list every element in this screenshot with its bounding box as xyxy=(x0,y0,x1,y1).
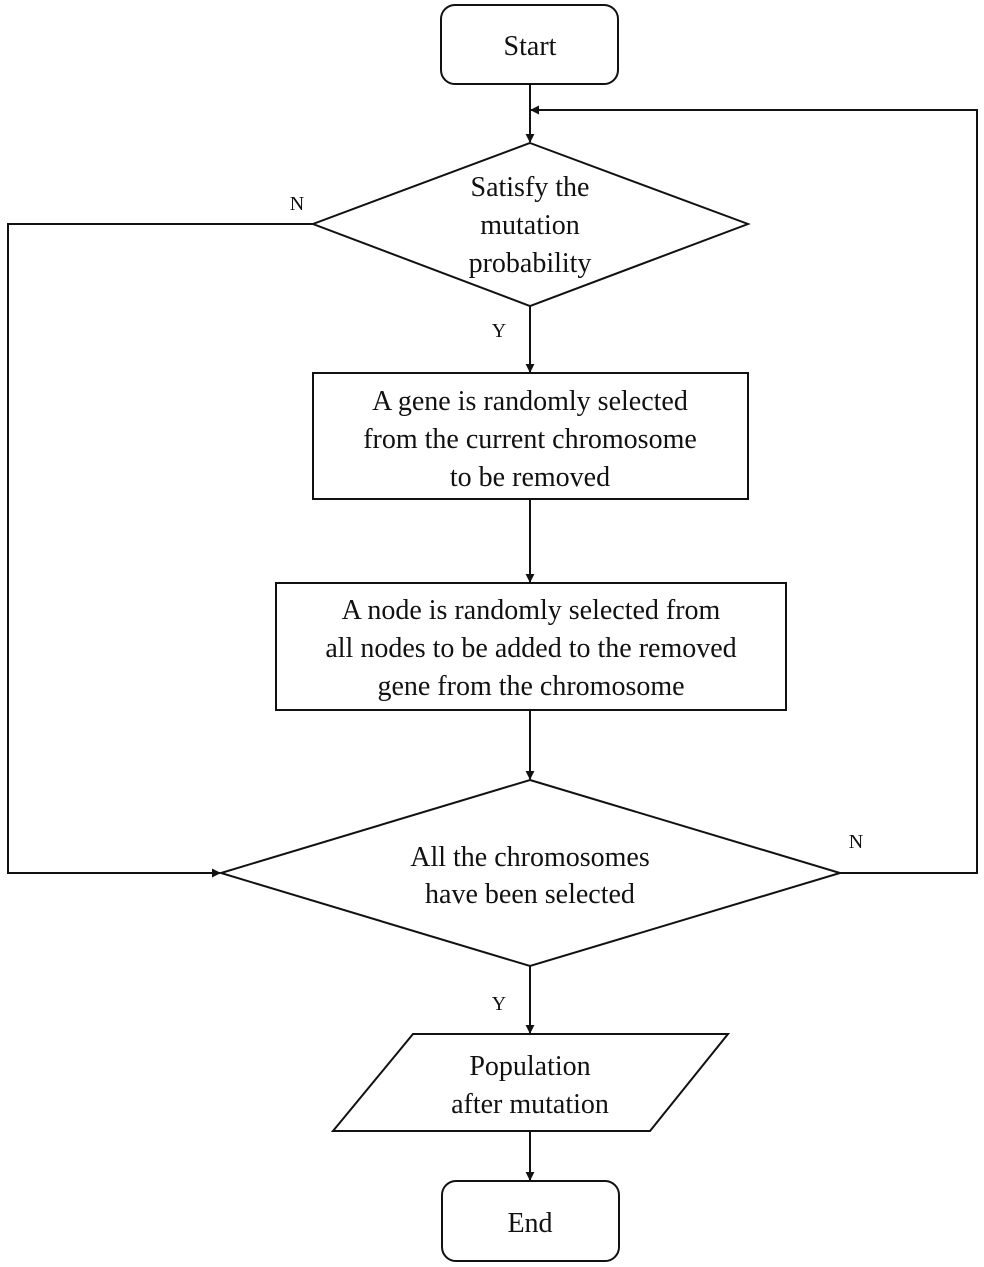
end-terminator-shape xyxy=(441,1180,620,1262)
mutation-decision-line-3: probability xyxy=(469,248,592,279)
add-node-process: A node is randomly selected from all nod… xyxy=(275,582,787,711)
all-selected-line-2: have been selected xyxy=(425,879,635,910)
start-label: Start xyxy=(504,31,557,62)
end-label: End xyxy=(507,1208,552,1239)
mutation-decision-line-1: Satisfy the xyxy=(471,172,590,203)
add-node-line-3: gene from the chromosome xyxy=(377,671,684,702)
mutation-no-label: N xyxy=(290,193,304,215)
mutation-probability-decision: Satisfy the mutation probability xyxy=(310,141,751,308)
population-line-1: Population xyxy=(469,1051,590,1082)
connector-all-selected-no-loop xyxy=(530,105,978,874)
mutation-decision-line-2: mutation xyxy=(480,210,580,241)
start-node: Start xyxy=(440,4,619,85)
remove-gene-box xyxy=(312,372,749,500)
add-node-line-1: A node is randomly selected from xyxy=(342,595,721,626)
all-selected-yes-label: Y xyxy=(492,993,506,1015)
end-node: End xyxy=(441,1180,620,1262)
remove-gene-line-1: A gene is randomly selected xyxy=(372,386,688,417)
population-parallelogram xyxy=(330,1033,731,1132)
all-selected-decision: All the chromosomes have been selected xyxy=(217,778,844,968)
population-output: Population after mutation xyxy=(330,1033,731,1132)
remove-gene-line-3: to be removed xyxy=(450,462,610,493)
all-selected-line-1: All the chromosomes xyxy=(410,842,650,873)
remove-gene-process: A gene is randomly selected from the cur… xyxy=(312,372,749,500)
connector-mutation-no-bypass xyxy=(7,223,313,878)
population-line-2: after mutation xyxy=(451,1089,609,1120)
all-selected-diamond xyxy=(217,778,844,968)
mutation-yes-label: Y xyxy=(492,320,506,342)
add-node-line-2: all nodes to be added to the removed xyxy=(325,633,736,664)
remove-gene-line-2: from the current chromosome xyxy=(363,424,697,455)
all-selected-no-label: N xyxy=(849,831,863,853)
